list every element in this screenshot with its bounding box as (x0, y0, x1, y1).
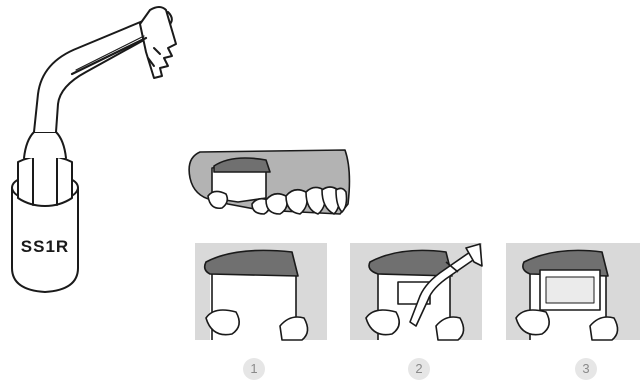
step-3-illustration (506, 243, 640, 340)
tip-model-label: SS1R (21, 237, 69, 256)
step-1-illustration (195, 243, 327, 340)
step-3-number: 3 (575, 358, 597, 380)
step-2-number: 2 (408, 358, 430, 380)
step-1-number: 1 (243, 358, 265, 380)
step-2-illustration (350, 243, 482, 340)
tip-hex-nut (18, 156, 72, 206)
tip-neck (24, 132, 66, 158)
step-3-bone-window-inner (546, 277, 594, 303)
jaw-overview-illustration (189, 150, 349, 214)
